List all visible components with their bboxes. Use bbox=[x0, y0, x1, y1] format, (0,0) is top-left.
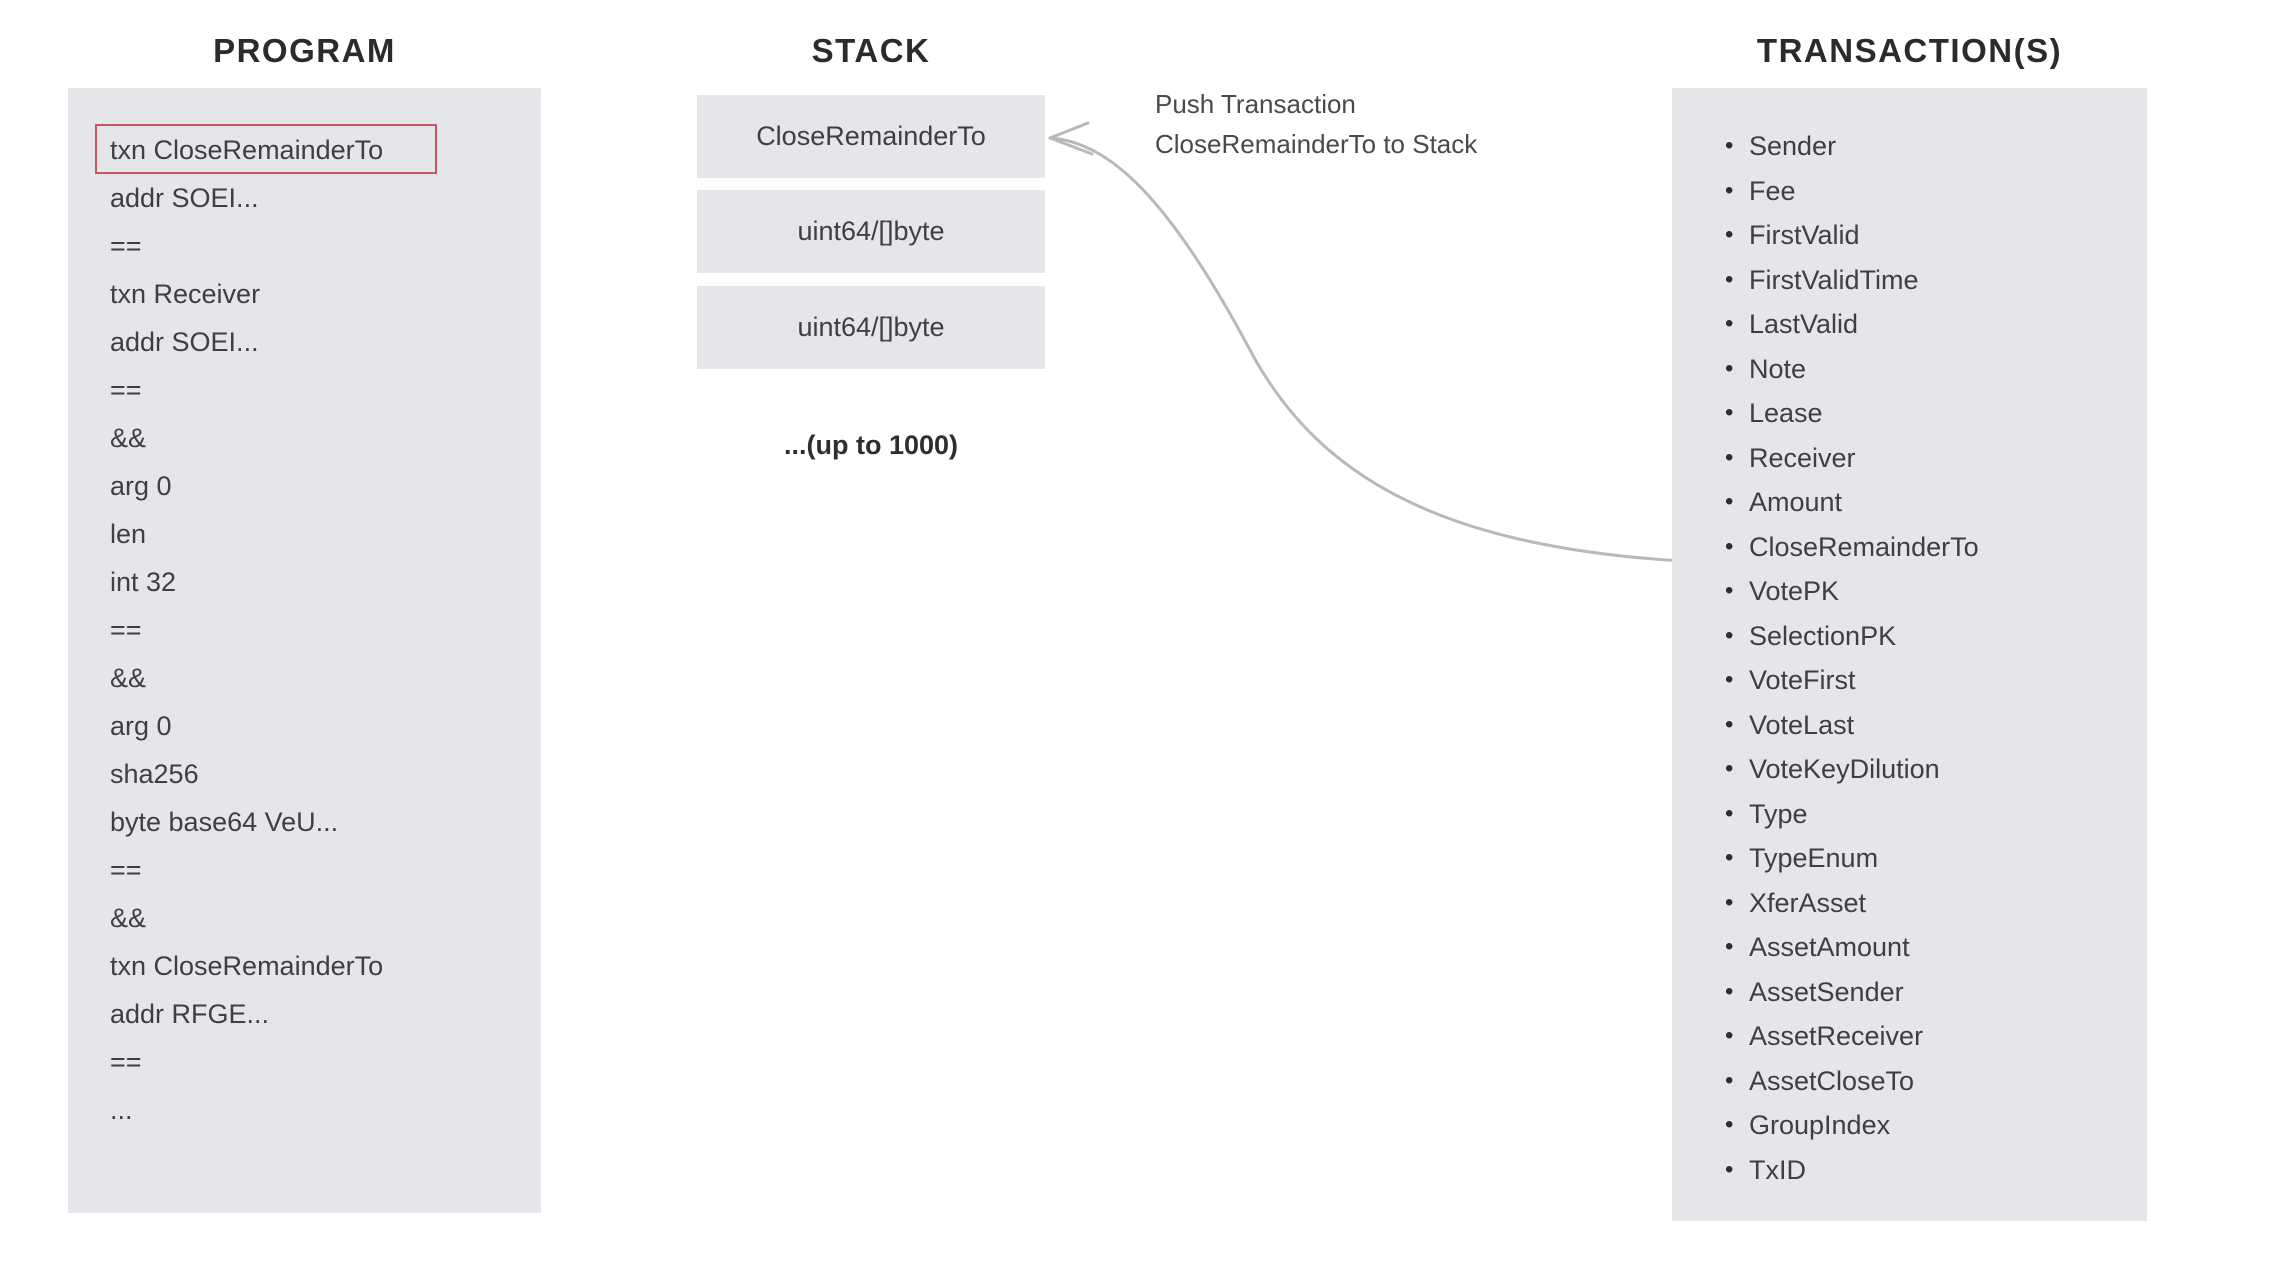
stack-overflow-label: ...(up to 1000) bbox=[783, 430, 959, 460]
transaction-field: LastValid bbox=[1725, 302, 2155, 347]
program-line: txn CloseRemainderTo bbox=[110, 135, 384, 165]
transaction-field-list: SenderFeeFirstValidFirstValidTimeLastVal… bbox=[1725, 124, 2155, 1192]
push-annotation-line-2: CloseRemainderTo to Stack bbox=[1155, 129, 1478, 159]
program-line: sha256 bbox=[110, 759, 199, 789]
program-line: && bbox=[110, 903, 147, 933]
push-annotation: Push Transaction CloseRemainderTo to Sta… bbox=[1155, 84, 1477, 164]
program-line: && bbox=[110, 423, 147, 453]
program-line: byte base64 VeU... bbox=[110, 807, 339, 837]
transaction-field: VoteLast bbox=[1725, 703, 2155, 748]
program-line: && bbox=[110, 663, 147, 693]
transaction-field: Amount bbox=[1725, 480, 2155, 525]
program-line: arg 0 bbox=[110, 711, 172, 741]
stack-frame-1: uint64/[]byte bbox=[697, 190, 1045, 273]
stack-column-header: STACK bbox=[811, 32, 931, 69]
program-line: ... bbox=[110, 1095, 133, 1125]
transactions-column-header: TRANSACTION(S) bbox=[1756, 32, 2063, 69]
transaction-field: TypeEnum bbox=[1725, 836, 2155, 881]
program-line: len bbox=[110, 519, 147, 549]
transaction-field: Sender bbox=[1725, 124, 2155, 169]
transaction-field: AssetAmount bbox=[1725, 925, 2155, 970]
transaction-field: VoteFirst bbox=[1725, 658, 2155, 703]
transaction-field: AssetCloseTo bbox=[1725, 1059, 2155, 1104]
transaction-field: TxID bbox=[1725, 1148, 2155, 1193]
push-arrow bbox=[1048, 121, 1702, 564]
program-line: int 32 bbox=[110, 567, 177, 597]
transaction-field: Fee bbox=[1725, 169, 2155, 214]
program-line: == bbox=[110, 375, 142, 405]
transaction-field: Receiver bbox=[1725, 436, 2155, 481]
program-line: == bbox=[110, 855, 142, 885]
transaction-field: CloseRemainderTo bbox=[1725, 525, 2155, 570]
transaction-field: FirstValid bbox=[1725, 213, 2155, 258]
program-column-header: PROGRAM bbox=[213, 32, 396, 69]
stack-frame-2: uint64/[]byte bbox=[697, 286, 1045, 369]
transaction-field: VotePK bbox=[1725, 569, 2155, 614]
transaction-field: XferAsset bbox=[1725, 881, 2155, 926]
stack-frame-label: uint64/[]byte bbox=[797, 216, 945, 246]
push-annotation-line-1: Push Transaction bbox=[1155, 89, 1356, 119]
program-line: == bbox=[110, 1047, 142, 1077]
program-panel bbox=[68, 88, 541, 1213]
transaction-field: GroupIndex bbox=[1725, 1103, 2155, 1148]
program-line: txn CloseRemainderTo bbox=[110, 951, 384, 981]
program-instruction-list: txn CloseRemainderTo addr SOEI... == txn Re… bbox=[110, 126, 530, 1134]
transaction-field: FirstValidTime bbox=[1725, 258, 2155, 303]
transaction-field: AssetSender bbox=[1725, 970, 2155, 1015]
program-line: == bbox=[110, 615, 142, 645]
transaction-field: AssetReceiver bbox=[1725, 1014, 2155, 1059]
transaction-field: SelectionPK bbox=[1725, 614, 2155, 659]
stack-frame-0: CloseRemainderTo bbox=[697, 95, 1045, 178]
program-line: txn Receiver bbox=[110, 279, 261, 309]
stack-frame-label: CloseRemainderTo bbox=[756, 121, 986, 151]
program-line: arg 0 bbox=[110, 471, 172, 501]
program-line: addr RFGE... bbox=[110, 999, 270, 1029]
transaction-field: VoteKeyDilution bbox=[1725, 747, 2155, 792]
transaction-field: Lease bbox=[1725, 391, 2155, 436]
program-line: addr SOEI... bbox=[110, 183, 259, 213]
stack-frame-label: uint64/[]byte bbox=[797, 312, 945, 342]
program-line: == bbox=[110, 231, 142, 261]
program-line: addr SOEI... bbox=[110, 327, 259, 357]
transaction-field: Type bbox=[1725, 792, 2155, 837]
transaction-field: Note bbox=[1725, 347, 2155, 392]
